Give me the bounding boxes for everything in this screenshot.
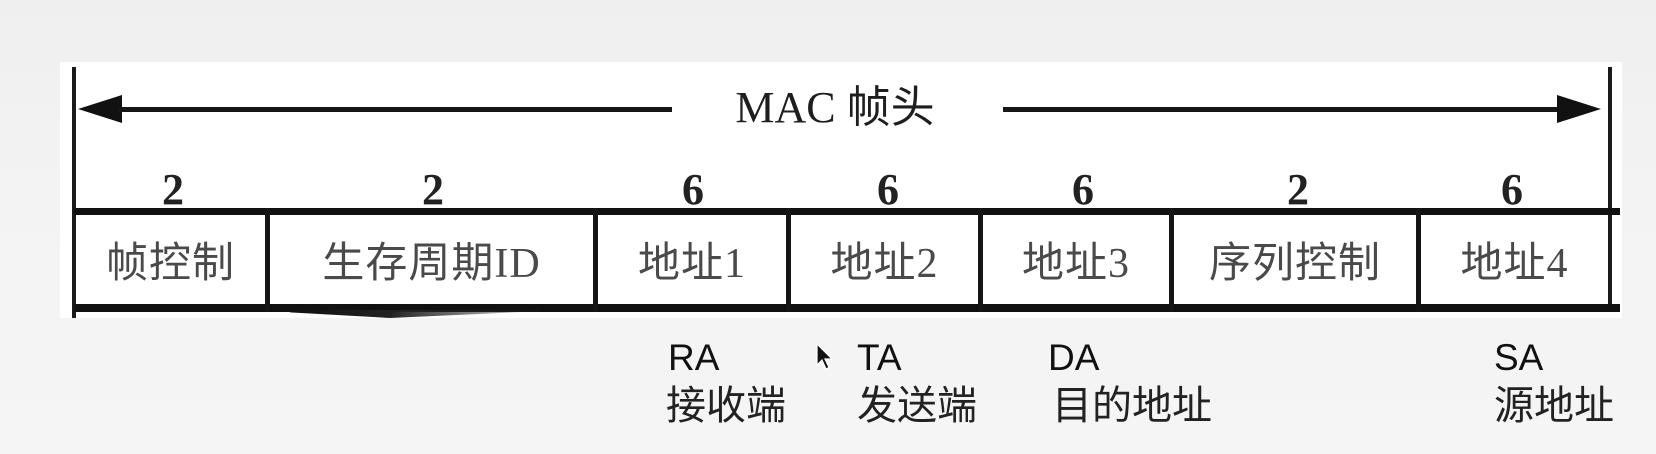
field-label: 地址2 [830, 240, 939, 287]
field-address-3: 地址3 [983, 214, 1169, 304]
field-size-label: 2 [1287, 165, 1309, 214]
field-duration-id: 生存周期ID [270, 214, 593, 304]
annotation-desc-source: 源地址 [1494, 383, 1614, 429]
field-size-label: 2 [422, 165, 444, 214]
field-label: 地址3 [1021, 240, 1130, 287]
field-size-label: 6 [682, 165, 704, 214]
field-sequence-control: 序列控制 [1174, 214, 1416, 304]
cell-divider [265, 208, 270, 312]
arrow-line-left [118, 107, 672, 112]
annotation-abbr-da: DA [1048, 337, 1100, 378]
field-size-label: 2 [162, 165, 184, 214]
field-address-2: 地址2 [791, 214, 978, 304]
arrow-right-icon [1557, 95, 1601, 123]
arrow-line-right [1003, 107, 1563, 112]
left-boundary-line [72, 67, 76, 318]
table-bottom-border [74, 304, 1620, 312]
annotation-desc-transmitter: 发送端 [857, 383, 977, 429]
cell-divider [978, 208, 983, 312]
scan-artifact-swoosh [290, 310, 540, 318]
annotation-abbr-sa: SA [1494, 337, 1544, 378]
field-label: 地址1 [637, 240, 746, 287]
diagram-title: MAC 帧头 [735, 83, 935, 132]
field-frame-control: 帧控制 [76, 214, 265, 304]
mouse-pointer-icon [816, 343, 834, 370]
field-label: 生存周期ID [322, 240, 541, 287]
diagram-panel [60, 62, 1622, 318]
field-size-label: 6 [877, 165, 899, 214]
field-label: 地址4 [1460, 240, 1569, 287]
field-size-label: 6 [1072, 165, 1094, 214]
cell-divider [1416, 208, 1421, 312]
annotation-abbr-ra: RA [668, 337, 720, 378]
annotation-abbr-ta: TA [857, 337, 902, 378]
cell-divider [786, 208, 791, 312]
annotation-desc-receiver: 接收端 [666, 383, 786, 429]
field-label: 序列控制 [1208, 240, 1381, 287]
field-label: 帧控制 [105, 240, 235, 287]
cell-divider [1169, 208, 1174, 312]
table-top-border [74, 208, 1620, 215]
arrow-left-icon [78, 95, 122, 123]
field-address-4: 地址4 [1421, 214, 1608, 304]
cell-divider [593, 208, 598, 312]
field-address-1: 地址1 [598, 214, 786, 304]
field-size-label: 6 [1501, 165, 1523, 214]
right-boundary-line [1608, 67, 1612, 312]
annotation-desc-destination: 目的地址 [1052, 383, 1212, 429]
